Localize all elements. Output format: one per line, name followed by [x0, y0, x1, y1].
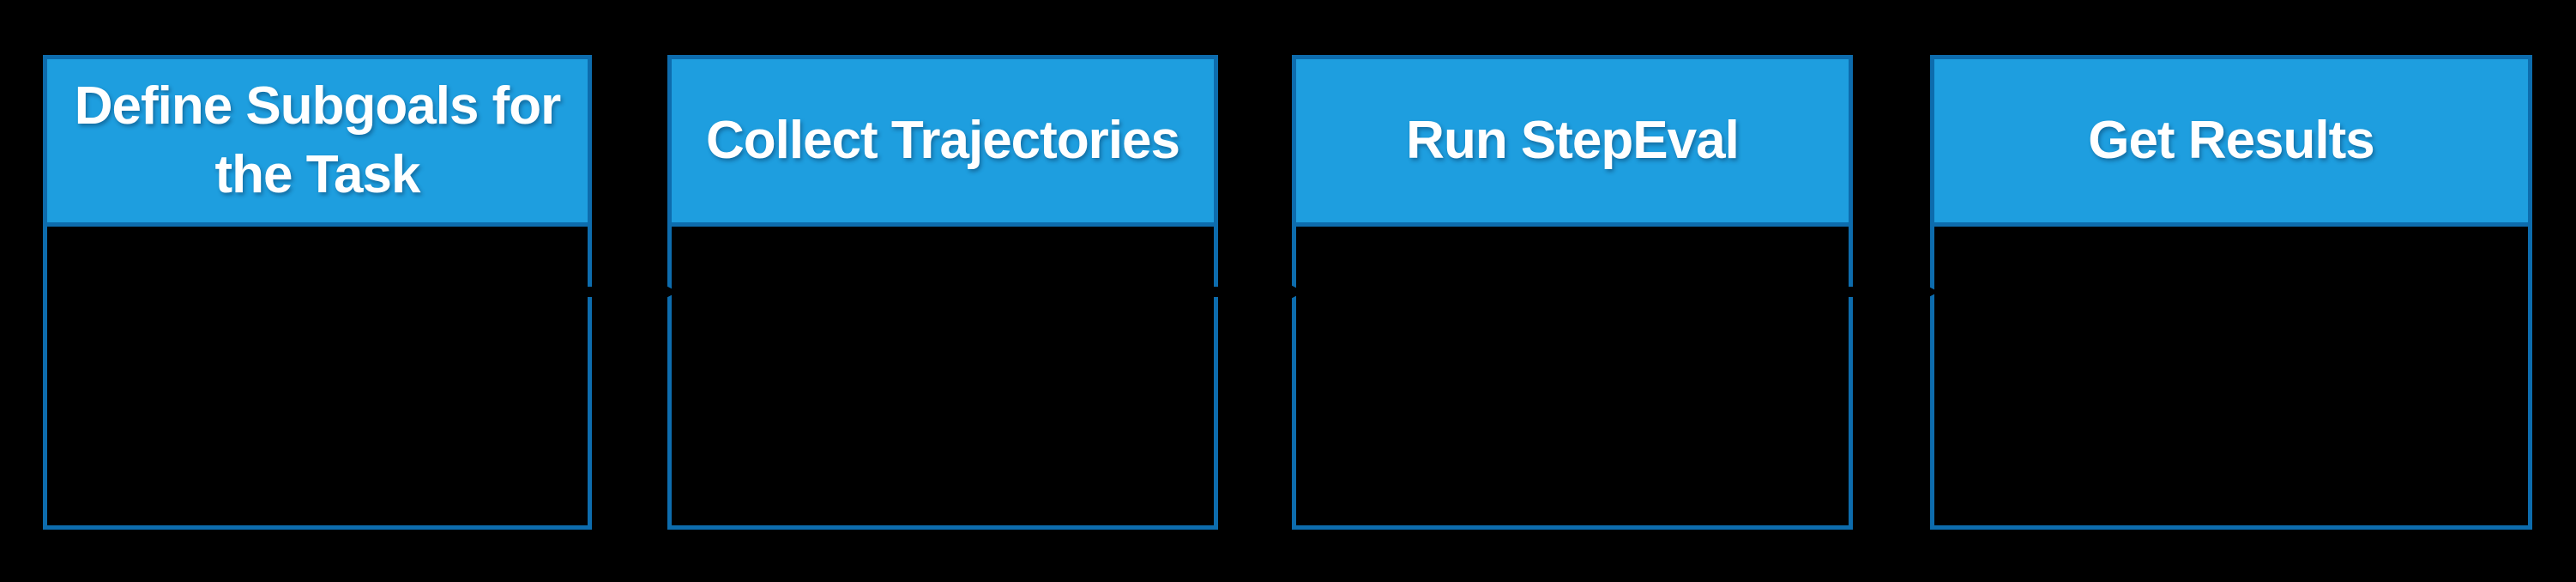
step-body-collect-trajectories [667, 227, 1218, 530]
step-title-line: Get Results [2088, 111, 2375, 170]
arrow-shaft [1211, 287, 1284, 297]
step-header-define-subgoals: Define Subgoals for the Task [43, 55, 592, 227]
step-box-get-results: Get Results [1930, 55, 2532, 530]
step-box-collect-trajectories: Collect Trajectories [667, 55, 1218, 530]
arrow-head-icon [656, 281, 678, 303]
step-header-get-results: Get Results [1930, 55, 2532, 227]
step-header-run-stepeval: Run StepEval [1292, 55, 1853, 227]
step-box-define-subgoals: Define Subgoals for the Task [43, 55, 592, 530]
step-body-define-subgoals [43, 227, 592, 530]
step-title-line: Define Subgoals for [74, 76, 562, 136]
arrow-shaft [585, 287, 658, 297]
step-title-line: Run StepEval [1406, 111, 1740, 170]
arrow-head-icon [1917, 281, 1939, 303]
step-header-collect-trajectories: Collect Trajectories [667, 55, 1218, 227]
step-body-run-stepeval [1292, 227, 1853, 530]
arrow-head-icon [1282, 281, 1304, 303]
step-box-run-stepeval: Run StepEval [1292, 55, 1853, 530]
arrow-shaft [1846, 287, 1919, 297]
step-title-line: Collect Trajectories [705, 111, 1180, 170]
step-body-get-results [1930, 227, 2532, 530]
step-title-line: the Task [214, 145, 421, 204]
